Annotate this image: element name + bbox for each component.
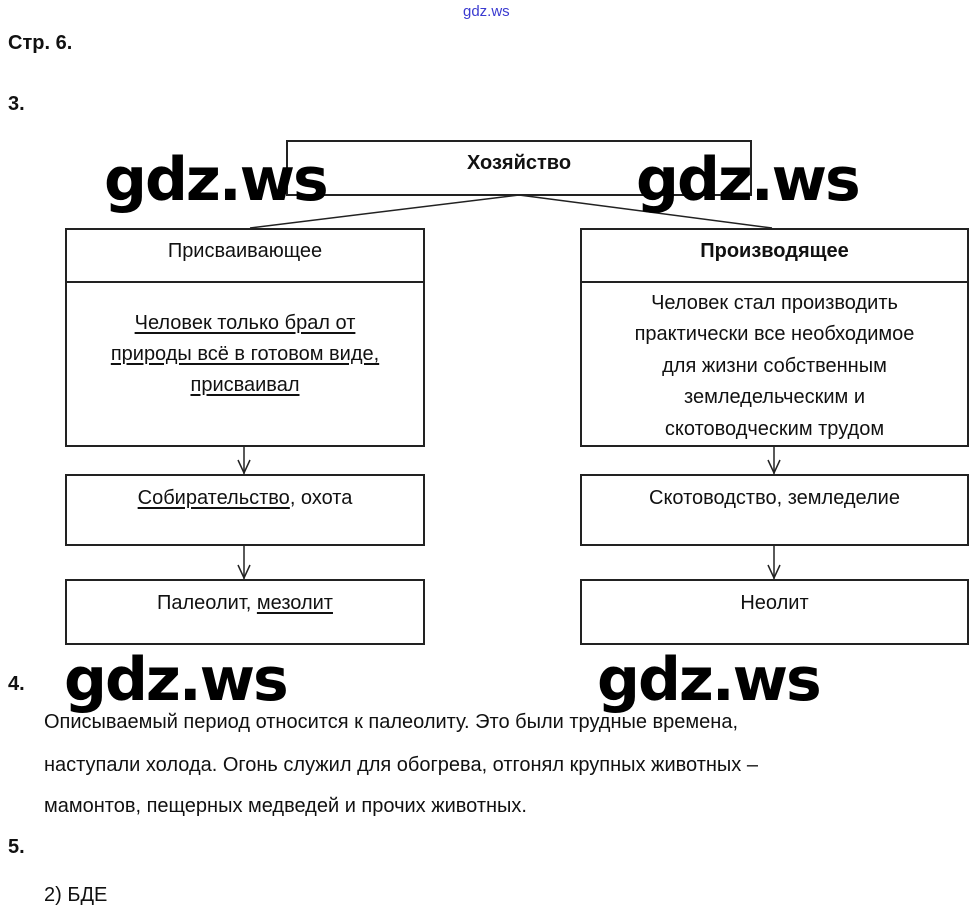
left-title: Присваивающее — [167, 240, 323, 262]
task4-line: мамонтов, пещерных медведей и прочих жив… — [44, 795, 527, 817]
task5-answer: 2) БДЕ — [44, 884, 108, 906]
connector-left — [249, 194, 520, 229]
task5-number: 5. — [8, 836, 25, 858]
connector-right — [518, 194, 773, 229]
task4-number: 4. — [8, 673, 25, 695]
right-body-line: для жизни собственным — [662, 355, 887, 377]
arrow-left-2 — [237, 545, 251, 580]
root-box: Хозяйство — [286, 140, 752, 196]
watermark: gdz.ws — [636, 145, 861, 215]
period-plain: Палеолит, — [157, 592, 257, 614]
right-title: Производящее — [700, 240, 849, 262]
root-label: Хозяйство — [466, 152, 572, 174]
watermark: gdz.ws — [64, 645, 289, 715]
left-body-line: присваивал — [190, 374, 300, 396]
task4-line: Описываемый период относится к палеолиту… — [44, 711, 739, 733]
page-label: Стр. 6. — [8, 32, 73, 54]
arrow-right-1 — [767, 446, 781, 475]
left-body-line: природы всё в готовом виде, — [110, 343, 380, 365]
right-body-line: Человек стал производить — [651, 292, 898, 314]
right-body-line: земледельческим и — [684, 386, 865, 408]
right-activity: Скотоводство, земледелие — [649, 487, 900, 509]
left-activity-box: Собирательство, охота — [65, 474, 425, 546]
watermark: gdz.ws — [104, 145, 329, 215]
watermark: gdz.ws — [597, 645, 822, 715]
left-body-line: Человек только брал от — [134, 312, 356, 334]
left-activity: Собирательство, охота — [67, 483, 423, 514]
left-period: Палеолит, мезолит — [67, 588, 423, 619]
right-activity-box: Скотоводство, земледелие — [580, 474, 969, 546]
task3-number: 3. — [8, 93, 25, 115]
right-period-box: Неолит — [580, 579, 969, 645]
arrow-right-2 — [767, 545, 781, 580]
task4-line: наступали холода. Огонь служил для обогр… — [44, 754, 758, 776]
right-divider — [582, 281, 967, 283]
right-box: Производящее Человек стал производить пр… — [580, 228, 969, 447]
header-watermark: gdz.ws — [463, 3, 510, 20]
left-period-box: Палеолит, мезолит — [65, 579, 425, 645]
left-box: Присваивающее Человек только брал от при… — [65, 228, 425, 447]
right-body-line: практически все необходимое — [634, 323, 915, 345]
activity-underlined: Собирательство — [137, 487, 290, 509]
right-period: Неолит — [740, 592, 809, 614]
left-divider — [67, 281, 423, 283]
arrow-left-1 — [237, 446, 251, 475]
period-underlined: мезолит — [256, 592, 333, 614]
activity-rest: , охота — [289, 487, 353, 509]
right-body-line: скотоводческим трудом — [664, 418, 885, 440]
